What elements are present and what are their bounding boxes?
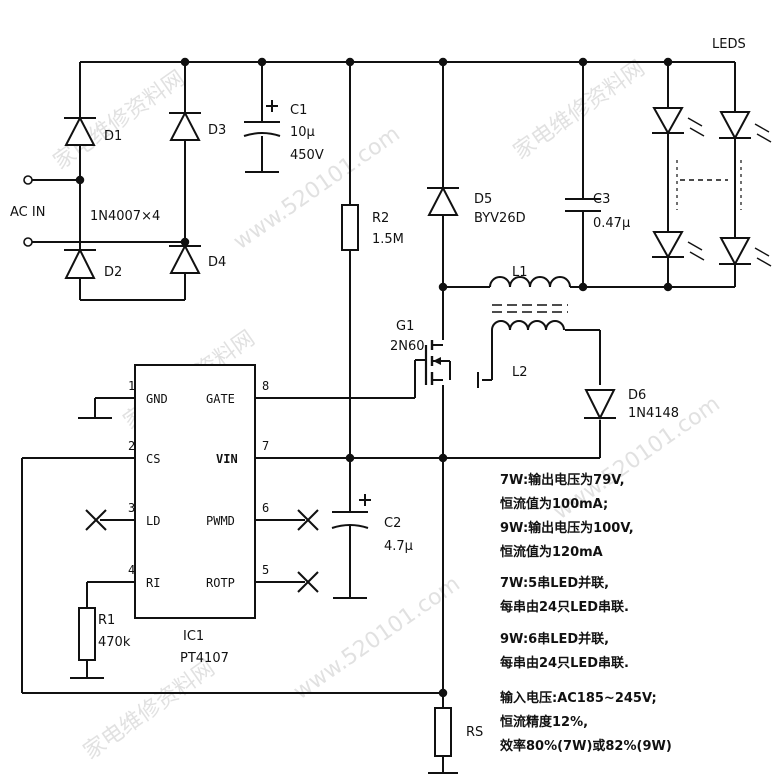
note-line: 7W:输出电压为79V,	[500, 472, 625, 488]
l1-label: L1	[512, 265, 528, 280]
ac-in-label: AC IN	[10, 205, 45, 220]
ic-pin-number: 7	[262, 439, 269, 453]
ic-pt4107-body	[134, 364, 256, 619]
ic-pin-number: 5	[262, 563, 269, 577]
capacitor-c1	[243, 100, 281, 137]
c1-label: C1	[290, 103, 307, 118]
ic-pin-rotp: ROTP	[206, 576, 235, 590]
note-line: 每串由24只LED串联.	[500, 655, 629, 671]
rs-label: RS	[466, 725, 483, 740]
ic-pin-ld: LD	[146, 514, 160, 528]
ic-pin-gnd: GND	[146, 392, 168, 406]
l2-label: L2	[512, 365, 528, 380]
d5-part-label: BYV26D	[474, 211, 526, 226]
d2-label: D2	[104, 265, 122, 280]
c3-value-label: 0.47μ	[593, 216, 630, 231]
ic-pin-number: 4	[128, 563, 135, 577]
junctions	[75, 57, 673, 698]
mosfet-g1	[415, 340, 451, 385]
ic-pin-cs: CS	[146, 452, 160, 466]
inductor-core	[492, 304, 568, 313]
watermark-text: 家电维修资料网	[509, 56, 650, 165]
led-array	[652, 107, 772, 267]
leds-label: LEDS	[712, 37, 746, 52]
watermark-text: 家电维修资料网	[49, 66, 190, 175]
inductor-l1	[489, 276, 571, 288]
c2-value-label: 4.7μ	[384, 539, 413, 554]
ic-pin-number: 8	[262, 379, 269, 393]
d5-label: D5	[474, 192, 492, 207]
note-line: 9W:输出电压为100V,	[500, 520, 634, 536]
d6-part-label: 1N4148	[628, 406, 679, 421]
note-line: 9W:6串LED并联,	[500, 631, 609, 647]
capacitor-c3	[565, 198, 601, 212]
g1-part-label: 2N60	[390, 339, 425, 354]
g1-label: G1	[396, 319, 414, 334]
diode-d1	[64, 115, 96, 146]
d3-label: D3	[208, 123, 226, 138]
watermark-text: 家电维修资料网	[79, 656, 220, 765]
ic-pin-pwmd: PWMD	[206, 514, 235, 528]
note-line: 每串由24只LED串联.	[500, 599, 629, 615]
c2-label: C2	[384, 516, 401, 531]
diode-d6	[584, 389, 616, 421]
resistor-r2	[341, 204, 359, 251]
note-line: 输入电压:AC185~245V;	[500, 690, 657, 706]
spec-notes: 7W:输出电压为79V, 恒流值为100mA; 9W:输出电压为100V, 恒流…	[500, 472, 672, 754]
r1-value-label: 470k	[98, 635, 131, 650]
bridge-diode-label: 1N4007×4	[90, 209, 160, 224]
note-line: 恒流值为100mA;	[500, 496, 608, 512]
ic-pin-number: 1	[128, 379, 135, 393]
note-line: 7W:5串LED并联,	[500, 575, 609, 591]
ic-pin-number: 2	[128, 439, 135, 453]
r2-label: R2	[372, 211, 389, 226]
inductor-l2	[477, 320, 565, 388]
diode-d3	[169, 110, 201, 141]
resistor-rs	[434, 707, 452, 757]
ic-part-label: PT4107	[180, 651, 229, 666]
watermark-text: www.520101.com	[289, 571, 465, 704]
c3-label: C3	[593, 192, 610, 207]
note-line: 恒流值为120mA	[500, 544, 603, 560]
ic-pin-number: 3	[128, 501, 135, 515]
d6-label: D6	[628, 388, 646, 403]
d4-label: D4	[208, 255, 226, 270]
c1-voltage-label: 450V	[290, 148, 324, 163]
ic-pin-vin: VIN	[216, 452, 238, 466]
note-line: 效率80%(7W)或82%(9W)	[500, 738, 672, 754]
resistor-r1	[78, 607, 96, 661]
d1-label: D1	[104, 129, 122, 144]
ic-pin-gate: GATE	[206, 392, 235, 406]
c1-value-label: 10μ	[290, 125, 315, 140]
r1-label: R1	[98, 613, 115, 628]
ic-pin-ri: RI	[146, 576, 160, 590]
ac-input-terminals	[23, 175, 33, 247]
r2-value-label: 1.5M	[372, 232, 404, 247]
no-connect-marks	[85, 509, 319, 593]
diode-d2	[64, 247, 96, 279]
ic-ref-label: IC1	[183, 629, 204, 644]
ic-pin-number: 6	[262, 501, 269, 515]
capacitor-c2	[331, 494, 371, 529]
diode-d4	[169, 243, 201, 274]
diode-d5	[427, 185, 459, 216]
note-line: 恒流精度12%,	[500, 714, 588, 730]
